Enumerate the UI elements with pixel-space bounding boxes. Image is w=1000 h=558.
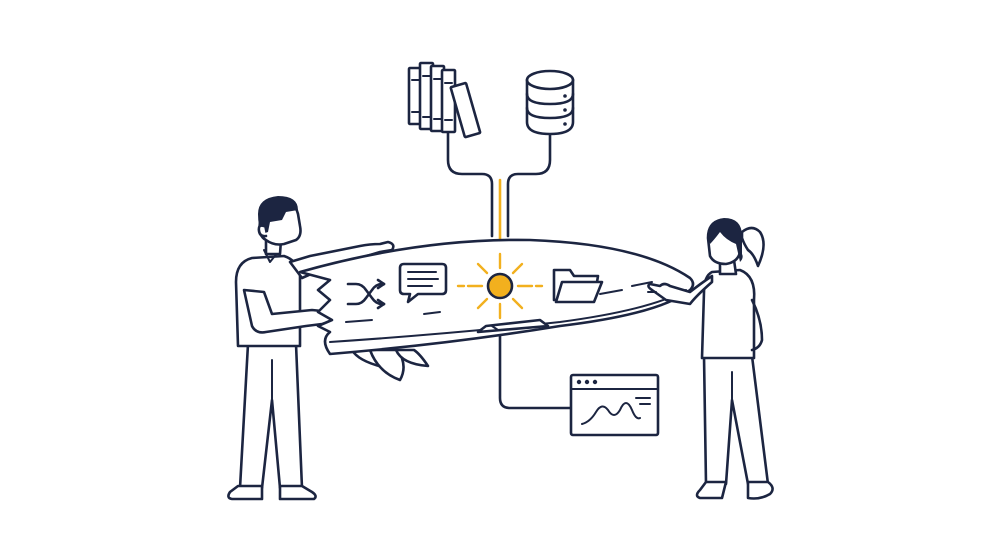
chat-bubble-icon (398, 262, 448, 304)
sun-spark-icon (456, 252, 544, 320)
books-icon (407, 61, 482, 139)
chart-window-icon (569, 373, 660, 437)
shuffle-icon (346, 278, 386, 310)
connector-lines (446, 126, 572, 410)
folder-icon (552, 268, 604, 304)
surfboard (298, 238, 695, 382)
database-icon (525, 69, 575, 136)
woman-figure (647, 218, 774, 500)
